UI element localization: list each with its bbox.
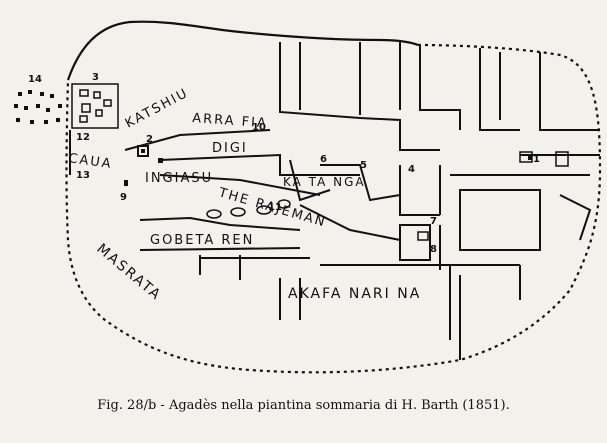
city-wall-solid bbox=[66, 20, 419, 81]
marker-13: 13 bbox=[76, 170, 90, 181]
label-katanga: KA TA NGA bbox=[283, 175, 366, 189]
label-digi: DIGI bbox=[212, 141, 248, 156]
marker-8: 8 bbox=[430, 244, 437, 255]
marker-3: 3 bbox=[92, 72, 99, 83]
marker-12: 12 bbox=[76, 132, 90, 143]
marker-5: 5 bbox=[360, 160, 367, 171]
landmarks bbox=[124, 145, 569, 241]
marker-1: 1 bbox=[533, 154, 540, 165]
label-cauan: CAUA bbox=[67, 151, 113, 172]
label-akafa: AKAFA NARI NA bbox=[288, 286, 421, 302]
marker-7: 7 bbox=[430, 216, 437, 227]
streets bbox=[124, 42, 600, 360]
marker-9: 9 bbox=[120, 192, 127, 203]
nw-quarter bbox=[71, 83, 119, 129]
town-plan: KATSHIU ARRA FIA DIGI CAUA INGIASU KA TA… bbox=[14, 20, 602, 374]
marker-11: 11 bbox=[268, 202, 282, 213]
figure-caption: Fig. 28/b - Agadès nella piantina sommar… bbox=[97, 398, 510, 413]
marker-2: 2 bbox=[146, 134, 153, 145]
city-wall-dotted bbox=[65, 43, 602, 374]
marker-4: 4 bbox=[408, 164, 415, 175]
marker-14: 14 bbox=[28, 74, 42, 85]
west-huts bbox=[14, 90, 62, 124]
marker-10: 10 bbox=[252, 122, 266, 133]
label-gobetaren: GOBETA REN bbox=[150, 233, 254, 248]
marker-6: 6 bbox=[320, 154, 327, 165]
label-katshiu: KATSHIU bbox=[123, 86, 191, 132]
label-arrafia: ARRA FIA bbox=[192, 111, 269, 131]
label-ingiasu: INGIASU bbox=[145, 171, 213, 186]
